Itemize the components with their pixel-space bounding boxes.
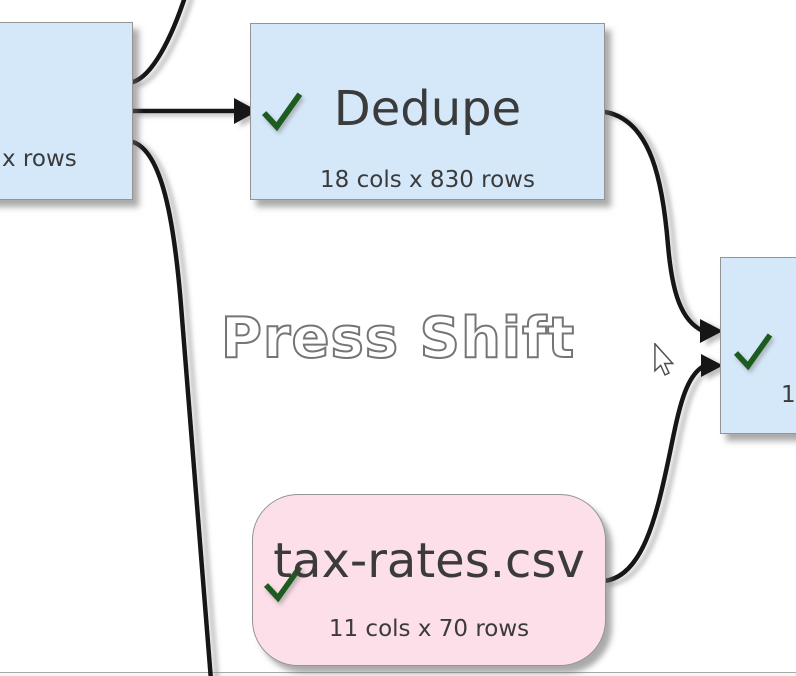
success-check-icon: [263, 565, 303, 603]
node-right-partial-subtitle: 1: [781, 382, 796, 408]
cursor-arrow-icon: [654, 343, 675, 376]
node-tax-rates-csv[interactable]: tax-rates.csv 11 cols x 70 rows: [252, 494, 606, 666]
node-tax-rates-title: tax-rates.csv: [273, 533, 585, 589]
arrowhead-into-dedupe: [234, 98, 258, 124]
node-right-partial[interactable]: 1: [720, 257, 796, 434]
node-dedupe-title: Dedupe: [333, 81, 522, 137]
success-check-icon: [262, 92, 303, 132]
connector-taxrates-to-right-node: [601, 363, 707, 584]
connector-left-node-to-bottom: [130, 139, 213, 676]
node-left-partial[interactable]: x rows: [0, 22, 133, 200]
connector-dedupe-to-right-node: [602, 109, 706, 334]
node-dedupe-subtitle: 18 cols x 830 rows: [320, 167, 535, 193]
connector-left-node-to-top: [130, 0, 187, 85]
node-tax-rates-subtitle: 11 cols x 70 rows: [328, 616, 530, 642]
press-shift-watermark: Press Shift: [220, 305, 576, 372]
node-dedupe[interactable]: Dedupe 18 cols x 830 rows: [250, 23, 605, 200]
success-check-icon: [733, 333, 773, 371]
arrowhead-into-right-node-top: [700, 319, 723, 343]
node-left-partial-subtitle: x rows: [2, 146, 77, 172]
arrowhead-into-right-node-bottom: [701, 354, 723, 377]
status-bar-edge: [0, 672, 796, 676]
